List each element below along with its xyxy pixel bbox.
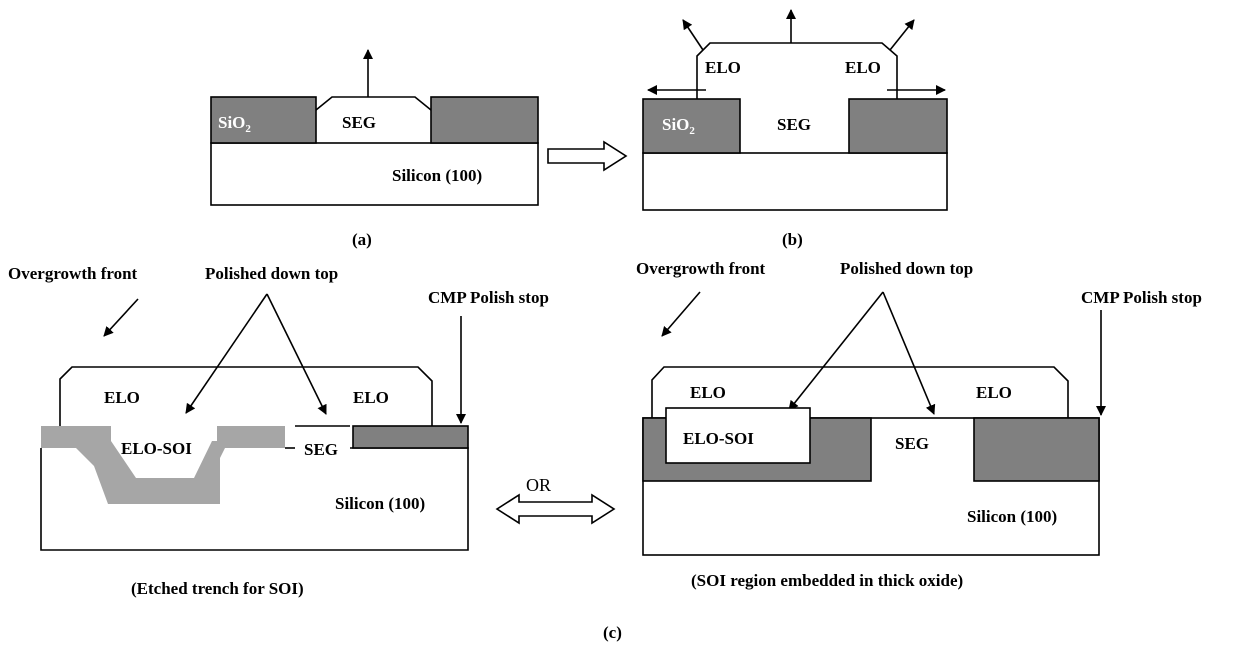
elo-right-label-cr: ELO <box>976 383 1012 402</box>
transition-arrow <box>547 140 628 172</box>
elo-soi-label-cr: ELO-SOI <box>683 429 754 448</box>
elo-soi-region-cr <box>665 407 811 464</box>
elo-right-label-cl: ELO <box>353 388 389 407</box>
seg-profile-a <box>315 96 432 111</box>
overgrowth-label-cl: Overgrowth front <box>8 264 138 283</box>
oxide-left-a <box>210 96 317 144</box>
polished-label-cr: Polished down top <box>840 259 973 278</box>
substrate-b <box>642 152 948 211</box>
cmp-label-cr: CMP Polish stop <box>1081 288 1202 307</box>
caption-cl: (Etched trench for SOI) <box>131 579 304 598</box>
elo-profile-cl <box>59 366 433 426</box>
elo-soi-label-cl: ELO-SOI <box>121 439 192 458</box>
panel-a: SiO2 SEG Silicon (100) (a) <box>210 49 539 249</box>
oxide-left-b <box>642 98 741 154</box>
overgrowth-arrow-cr <box>661 291 701 337</box>
oxide-label-a: SiO2 <box>218 113 251 135</box>
trench-oxide-cl <box>41 426 285 504</box>
elo-left-label-cr: ELO <box>690 383 726 402</box>
panel-c-left: Overgrowth front Polished down top CMP P… <box>8 264 549 598</box>
substrate-label-cl: Silicon (100) <box>335 494 425 513</box>
seg-label-b: SEG <box>777 115 811 134</box>
elo-left-label-cl: ELO <box>104 388 140 407</box>
figure-caption-c: (c) <box>603 623 622 642</box>
or-connector: OR <box>495 475 616 525</box>
caption-a: (a) <box>352 230 372 249</box>
caption-b: (b) <box>782 230 803 249</box>
panel-c-right: Overgrowth front Polished down top CMP P… <box>636 259 1202 590</box>
overgrowth-arrow-cl <box>103 298 139 337</box>
seg-label-cr: SEG <box>895 434 929 453</box>
elo-profile-b <box>696 42 898 99</box>
elo-left-label-b: ELO <box>705 58 741 77</box>
elo-profile-cr <box>651 366 1069 418</box>
polished-arrow1-cl <box>185 293 268 414</box>
cmp-stop-oxide-cl <box>352 425 469 449</box>
caption-cr: (SOI region embedded in thick oxide) <box>691 571 963 590</box>
polished-arrow1-cr <box>788 291 884 411</box>
polished-arrow2-cr <box>882 291 936 415</box>
or-double-arrow <box>495 493 616 525</box>
oxide-label-b: SiO2 <box>662 115 695 137</box>
substrate-label-cr: Silicon (100) <box>967 507 1057 526</box>
substrate-label-a: Silicon (100) <box>392 166 482 185</box>
overgrowth-label-cr: Overgrowth front <box>636 259 766 278</box>
growth-arrow-upleft-b <box>682 19 704 51</box>
oxide-right-a <box>430 96 539 144</box>
cmp-label-cl: CMP Polish stop <box>428 288 549 307</box>
panel-b: ELO ELO SiO2 SEG (b) <box>642 9 948 249</box>
seg-label-cl: SEG <box>304 440 338 459</box>
substrate-a <box>210 142 539 206</box>
polished-label-cl: Polished down top <box>205 264 338 283</box>
oxide-right-cr <box>973 417 1100 482</box>
oxide-right-b <box>848 98 948 154</box>
seg-label-a: SEG <box>342 113 376 132</box>
polished-arrow2-cl <box>266 293 327 415</box>
or-label: OR <box>526 475 551 495</box>
elo-right-label-b: ELO <box>845 58 881 77</box>
growth-arrow-upright-b <box>889 19 915 51</box>
